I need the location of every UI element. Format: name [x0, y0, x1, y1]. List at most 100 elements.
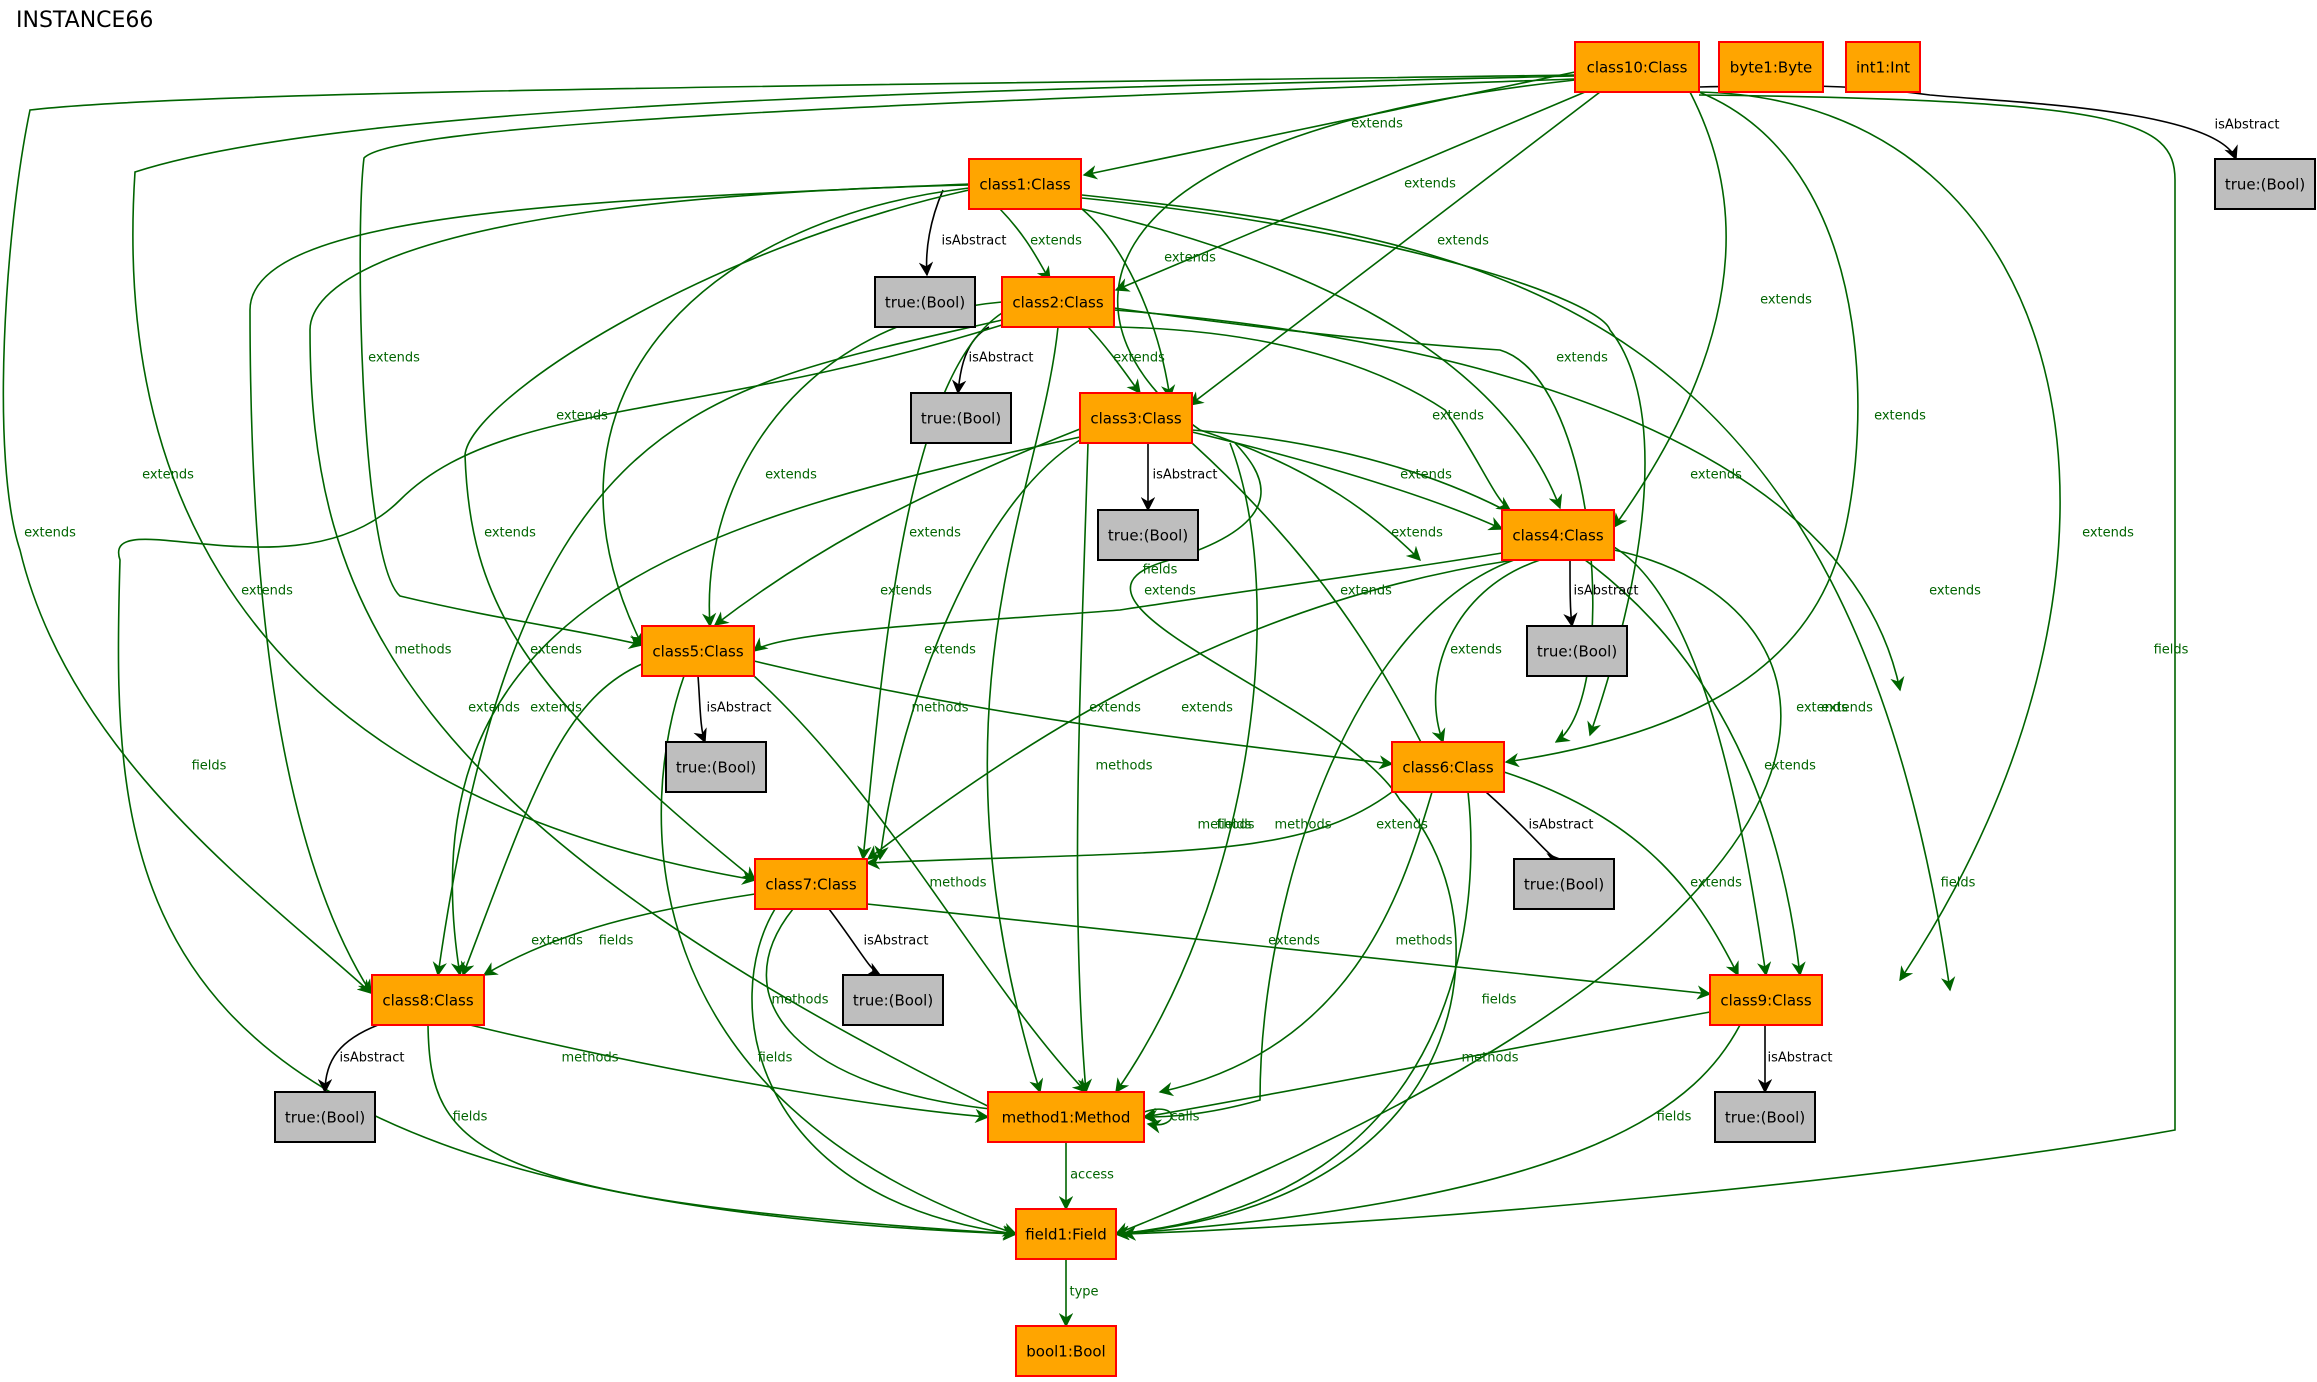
edge-label-extends: extends [765, 468, 817, 483]
edge-class4-class7-extends [866, 559, 1515, 860]
node-class9: class9:Class [1709, 974, 1823, 1026]
edge-class1-method1-methods [309, 184, 1012, 1118]
edge-class3-class9-extends [1191, 429, 1806, 977]
edge-label-extends: extends [924, 643, 976, 658]
edge-class6-class7-extends [865, 791, 1393, 870]
edge-class8-b8-isAbstract [317, 1024, 379, 1094]
node-b4: true:(Bool) [1526, 625, 1628, 677]
edge-class4-method1-methods [1142, 559, 1515, 1125]
node-box-class6 [1391, 741, 1505, 793]
edge-label-extends: extends [24, 526, 76, 541]
edge-label-extends: extends [1164, 251, 1216, 266]
edge-label-extends: extends [556, 409, 608, 424]
edge-label-extends: extends [880, 584, 932, 599]
node-box-class1 [968, 158, 1082, 210]
edge-label-methods: methods [1462, 1051, 1519, 1066]
node-class1: class1:Class [968, 158, 1082, 210]
edge-label-extends: extends [1796, 701, 1848, 716]
node-box-b8 [274, 1091, 376, 1143]
node-label-class9: class9:Class [1720, 992, 1811, 1010]
edge-label-fields: fields [453, 1110, 488, 1125]
edge-class1-class9-extends [1081, 194, 1956, 992]
node-class2: class2:Class [1001, 276, 1115, 328]
node-label-byte1: byte1:Byte [1730, 59, 1812, 77]
edge-class5-b5-isAbstract [693, 675, 707, 744]
edge-label-methods: methods [1096, 759, 1153, 774]
node-label-class8: class8:Class [382, 992, 473, 1010]
edge-class1-class2-extends [999, 208, 1051, 282]
edge-label-extends: extends [1821, 701, 1873, 716]
edge-label-isAbstract: isAbstract [969, 351, 1034, 366]
node-class4: class4:Class [1501, 509, 1615, 561]
edge-class9-field1-fields [1114, 1024, 1741, 1241]
edge-labels-layer: isAbstractextendsextendsextendsextendsex… [24, 117, 2279, 1300]
edge-label-extends: extends [1391, 526, 1443, 541]
node-label-b1: true:(Bool) [885, 294, 965, 312]
edge-label-extends: extends [1437, 234, 1489, 249]
node-label-b3: true:(Bool) [1108, 527, 1188, 545]
edge-class1-b1-isAbstract [918, 189, 944, 277]
edge-label-extends: extends [1690, 468, 1742, 483]
edge-label-fields: fields [2154, 643, 2189, 658]
edge-class4-field1-fields [1114, 549, 1782, 1236]
edge-label-extends: extends [484, 526, 536, 541]
edge-class7-class9-extends [866, 903, 1712, 1000]
node-b3: true:(Bool) [1097, 509, 1199, 561]
node-box-b2 [910, 392, 1012, 444]
diagram-title: INSTANCE66 [16, 8, 154, 33]
node-label-b5: true:(Bool) [676, 759, 756, 777]
node-box-b4 [1526, 625, 1628, 677]
edge-label-extends: extends [909, 526, 961, 541]
edge-label-extends: extends [1030, 234, 1082, 249]
edge-label-fields: fields [599, 934, 634, 949]
node-label-class5: class5:Class [652, 643, 743, 661]
edge-class10-class4-extends [1613, 91, 1727, 529]
edge-class5-class8-extends [460, 663, 643, 977]
node-b1: true:(Bool) [874, 276, 976, 328]
edge-label-extends: extends [1450, 643, 1502, 658]
edge-label-fields: fields [758, 1051, 793, 1066]
edge-label-extends: extends [1764, 759, 1816, 774]
node-box-b9 [1714, 1091, 1816, 1143]
edge-class10-class2-extends [1114, 91, 1586, 292]
edge-class4-class6-extends [1431, 559, 1541, 744]
node-box-class3 [1079, 392, 1193, 444]
edge-label-fields: fields [1217, 818, 1252, 833]
edge-label-extends: extends [468, 701, 520, 716]
edge-label-extends: extends [2082, 526, 2134, 541]
node-field1: field1:Field [1015, 1208, 1117, 1260]
edge-class8-field1-fields [427, 1024, 1018, 1241]
edge-class10-class1-extends [1082, 71, 1576, 180]
node-label-class1: class1:Class [979, 176, 1070, 194]
node-class3: class3:Class [1079, 392, 1193, 444]
node-box-b5 [665, 741, 767, 793]
edge-label-extends: extends [1874, 409, 1926, 424]
edge-class10-class9-extends [1698, 91, 2061, 982]
edge-class3-field1-fields [1114, 442, 1457, 1241]
edge-class1-class6-extends [1081, 197, 1646, 737]
node-box-b1 [874, 276, 976, 328]
edge-label-extends: extends [530, 701, 582, 716]
node-box-b10 [2214, 158, 2316, 210]
node-label-class10: class10:Class [1587, 59, 1688, 77]
edge-class1-class3-extends [1081, 208, 1176, 400]
edge-label-methods: methods [930, 876, 987, 891]
node-label-field1: field1:Field [1025, 1226, 1107, 1244]
node-label-b9: true:(Bool) [1725, 1109, 1805, 1127]
node-label-class4: class4:Class [1512, 527, 1603, 545]
edge-class10-class8-extends [2, 74, 1576, 994]
node-box-class9 [1709, 974, 1823, 1026]
edge-label-methods: methods [1275, 818, 1332, 833]
edge-class7-field1-fields [751, 908, 1018, 1240]
node-int1: int1:Int [1845, 41, 1921, 93]
node-b8: true:(Bool) [274, 1091, 376, 1143]
edge-label-extends: extends [1340, 584, 1392, 599]
edge-label-extends: extends [1556, 351, 1608, 366]
edge-class6-class9-extends [1503, 771, 1739, 977]
edge-label-extends: extends [531, 934, 583, 949]
node-label-b8: true:(Bool) [285, 1109, 365, 1127]
node-box-class4 [1501, 509, 1615, 561]
edge-class10-field1-fields [1116, 79, 1576, 562]
node-label-class2: class2:Class [1012, 294, 1103, 312]
node-class7: class7:Class [754, 858, 868, 910]
